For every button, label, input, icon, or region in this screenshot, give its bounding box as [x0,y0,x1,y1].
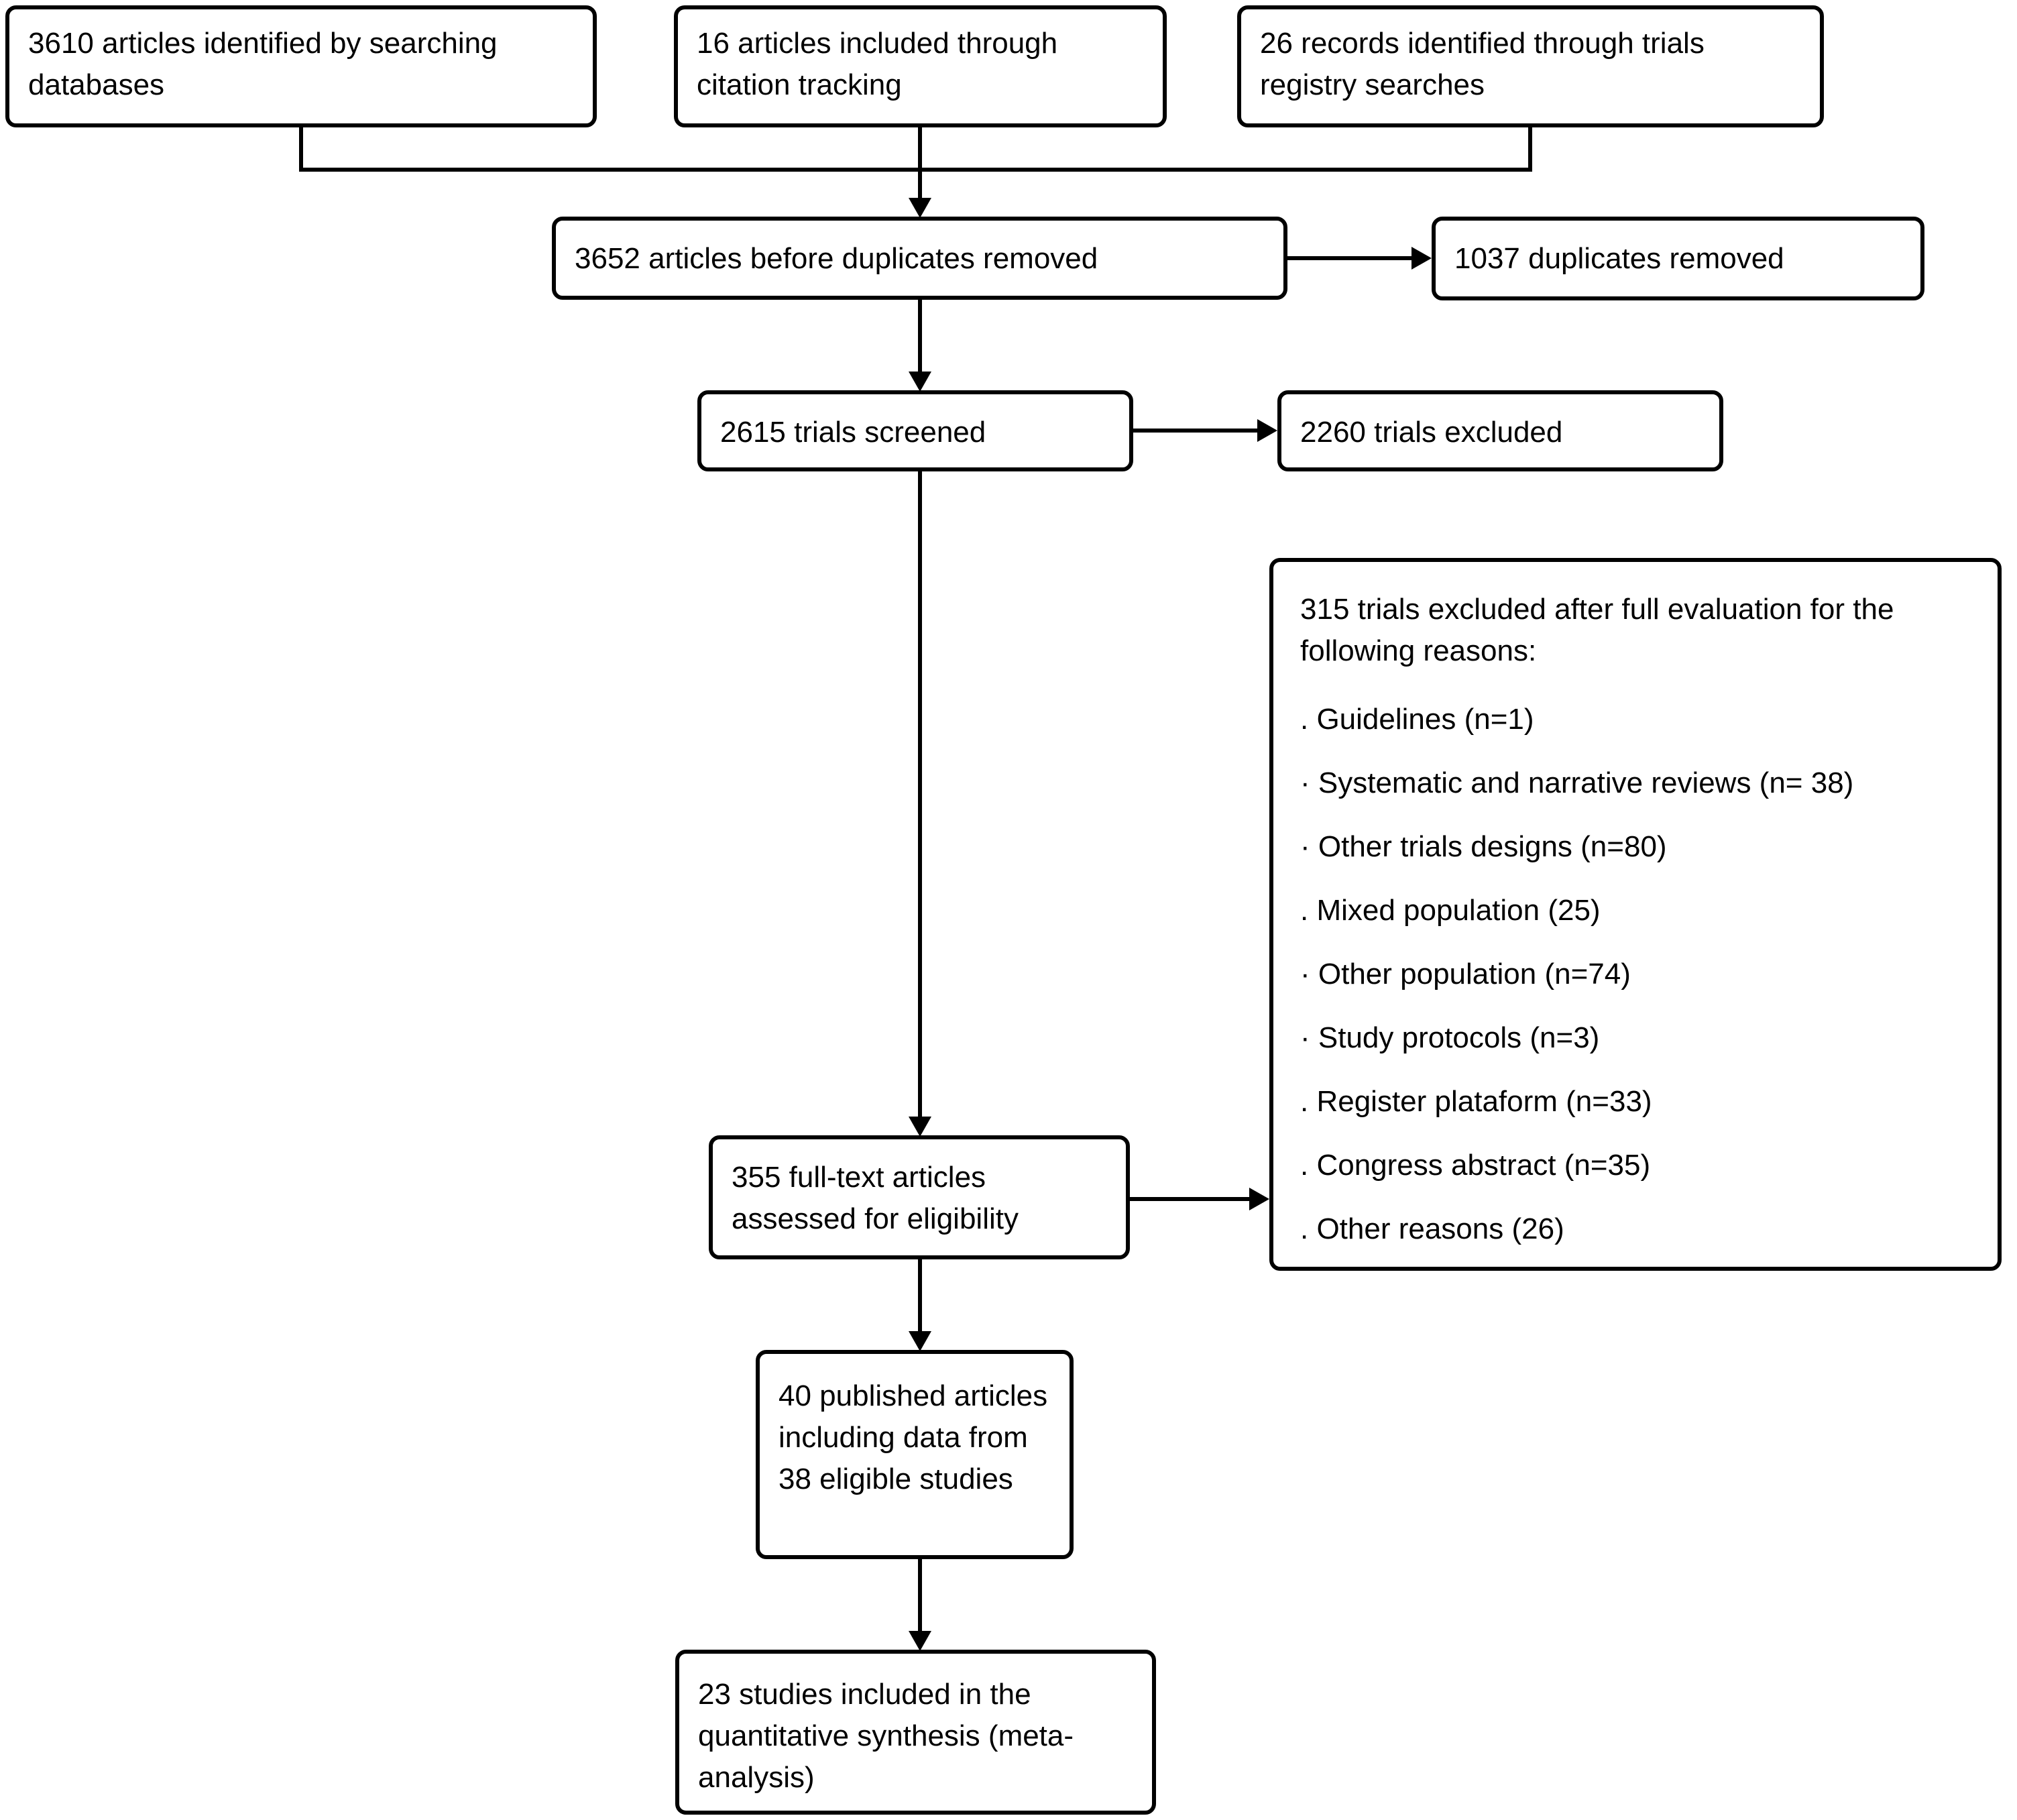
box-quantitative-synthesis: 23 studies included in the quantitative … [675,1650,1156,1815]
exclusion-reason-item: · Study protocols (n=3) [1300,1021,1600,1054]
box-registry-searches: 26 records identified through trials reg… [1237,5,1824,127]
arrowhead-down-to-screened [909,372,931,392]
exclusion-reasons-list: . Guidelines (n=1) · Systematic and narr… [1300,699,1971,1250]
box-duplicates-removed-text: 1037 duplicates removed [1454,242,1784,275]
exclusion-reason-item: . Register plataform (n=33) [1300,1085,1652,1118]
arrowhead-down-to-before-duplicates [909,198,931,218]
exclusion-reasons-header: 315 trials excluded after full evaluatio… [1300,593,1894,667]
box-duplicates-removed: 1037 duplicates removed [1432,217,1924,300]
exclusion-reason-item: · Systematic and narrative reviews (n= 3… [1300,766,1854,799]
arrowhead-right-to-duplicates-removed [1411,247,1432,270]
box-identified-databases-text: 3610 articles identified by searching da… [28,27,498,101]
arrowhead-down-to-fulltext [909,1117,931,1137]
connector-to-fulltext [918,471,922,1119]
box-fulltext-assessed-text: 355 full-text articles assessed for elig… [732,1161,1019,1235]
exclusion-reason-item: · Other population (n=74) [1300,958,1631,990]
exclusion-reason-item: . Mixed population (25) [1300,894,1601,927]
exclusion-reason-item: · Other trials designs (n=80) [1300,830,1667,863]
connector-to-synthesis [918,1559,922,1633]
box-fulltext-assessed: 355 full-text articles assessed for elig… [709,1135,1130,1259]
box-quantitative-synthesis-text: 23 studies included in the quantitative … [698,1678,1074,1794]
arrowhead-down-to-synthesis [909,1631,931,1651]
box-screened: 2615 trials screened [697,390,1133,471]
box-excluded-screening: 2260 trials excluded [1277,390,1723,471]
box-citation-tracking-text: 16 articles included through citation tr… [697,27,1058,101]
connector-citation-stub [918,127,922,170]
connector-to-screened [918,300,922,374]
exclusion-reason-item: . Guidelines (n=1) [1300,703,1534,736]
connector-databases-stub [299,127,303,170]
box-before-duplicates: 3652 articles before duplicates removed [552,217,1287,300]
box-before-duplicates-text: 3652 articles before duplicates removed [575,242,1098,275]
box-registry-searches-text: 26 records identified through trials reg… [1260,27,1705,101]
connector-fulltext-exclusions [1130,1197,1251,1201]
box-identified-databases: 3610 articles identified by searching da… [5,5,597,127]
box-published-articles-text: 40 published articles including data fro… [779,1379,1048,1495]
arrowhead-down-to-published [909,1331,931,1351]
box-exclusion-reasons: 315 trials excluded after full evaluatio… [1269,558,2002,1271]
box-published-articles: 40 published articles including data fro… [756,1350,1074,1559]
arrowhead-right-to-excluded [1257,419,1277,442]
arrowhead-right-to-exclusion-reasons [1249,1188,1269,1210]
connector-merge-bus [299,168,1532,172]
connector-screening-excluded [1133,429,1259,433]
connector-merge-to-duplicates [918,168,922,200]
box-screened-text: 2615 trials screened [720,416,986,449]
box-excluded-screening-text: 2260 trials excluded [1300,416,1563,449]
connector-registry-stub [1528,127,1532,170]
exclusion-reason-item: . Congress abstract (n=35) [1300,1149,1651,1182]
connector-to-published [918,1259,922,1333]
exclusion-reason-item: . Other reasons (26) [1300,1212,1564,1245]
connector-duplicates-removed [1287,256,1413,260]
box-citation-tracking: 16 articles included through citation tr… [674,5,1167,127]
